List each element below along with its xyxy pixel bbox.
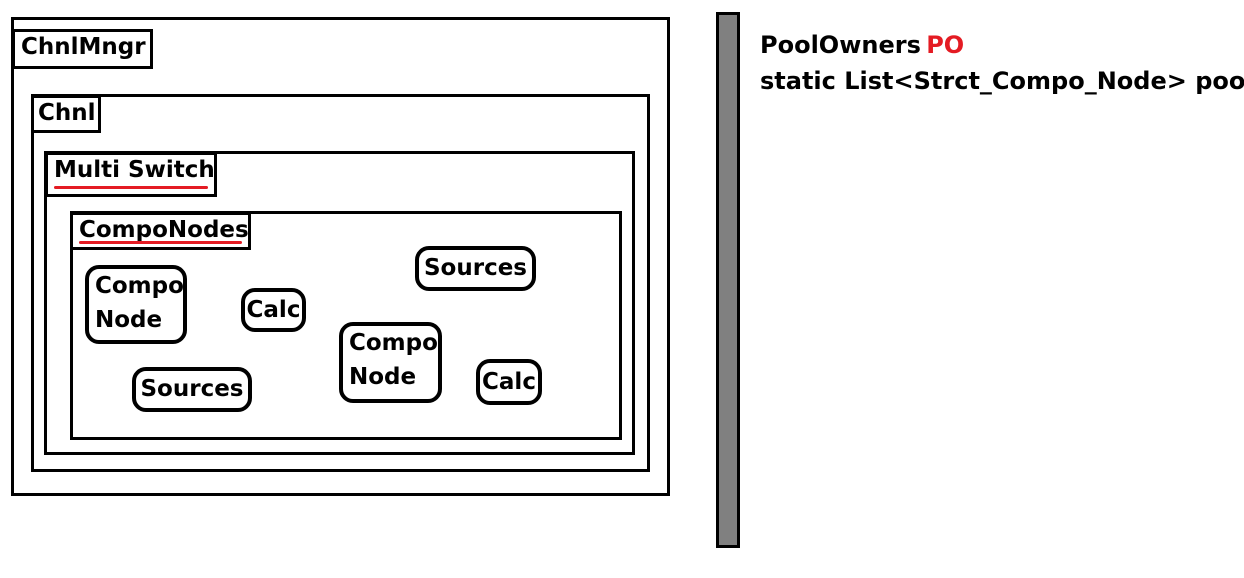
- compo-node-1-line2: Node: [95, 306, 163, 333]
- sources-node-1: Sources: [415, 246, 536, 291]
- compo-node-1-line1: Compo: [95, 273, 184, 299]
- pool-owners-abbreviation: PO: [926, 31, 965, 59]
- pool-owners-heading: PoolOwners PO: [760, 31, 964, 59]
- chnl-label-text: Chnl: [38, 100, 96, 126]
- sources-node-2-label: Sources: [140, 376, 244, 403]
- vertical-divider: [716, 12, 740, 548]
- multi-switch-label-text: Multi Switch: [54, 157, 215, 183]
- chnl-label: Chnl: [31, 95, 101, 133]
- compo-nodes-underline: [79, 241, 242, 244]
- sources-node-1-label: Sources: [423, 255, 527, 282]
- calc-node-2: Calc: [476, 359, 542, 405]
- compo-node-2: Compo Node: [339, 322, 442, 403]
- calc-node-2-label: Calc: [482, 368, 536, 395]
- pool-owners-name: PoolOwners: [760, 31, 921, 59]
- multi-switch-label: Multi Switch: [45, 152, 217, 197]
- multi-switch-underline: [54, 186, 208, 189]
- pool-declaration-text: static List<Strct_Compo_Node> pool: [760, 67, 1244, 95]
- compo-nodes-label-text: CompoNodes: [79, 217, 249, 243]
- compo-node-1: Compo Node: [85, 265, 187, 344]
- compo-nodes-label: CompoNodes: [70, 212, 251, 250]
- calc-node-1: Calc: [241, 288, 306, 332]
- chnlmngr-label-text: ChnlMngr: [21, 34, 146, 60]
- pool-declaration: static List<Strct_Compo_Node> pool: [760, 67, 1244, 95]
- calc-node-1-label: Calc: [246, 296, 301, 323]
- compo-node-2-line2: Node: [349, 363, 417, 390]
- compo-node-2-line1: Compo: [349, 330, 438, 356]
- chnlmngr-label: ChnlMngr: [12, 29, 153, 69]
- sources-node-2: Sources: [132, 367, 252, 412]
